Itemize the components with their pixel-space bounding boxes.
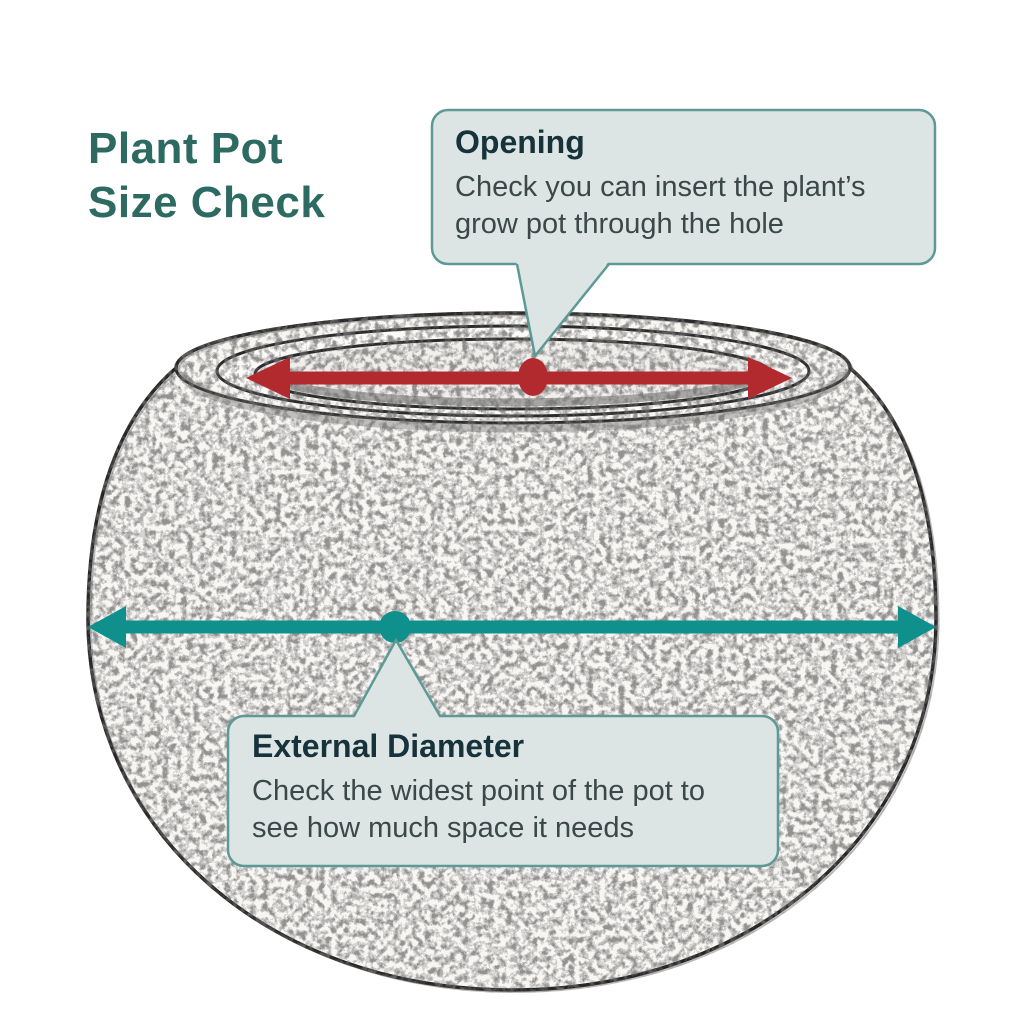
external-diameter-callout: [226, 637, 780, 868]
opening-inner-shadow: [262, 372, 764, 407]
rim-shadow: [178, 371, 848, 433]
opening-arrow-left-head: [246, 357, 290, 399]
page-title-line-2: Size Check: [88, 177, 326, 227]
external-diameter-callout-pointer-border: [352, 637, 442, 717]
page-title: Plant Pot Size Check: [88, 122, 325, 229]
opening-callout-body: Check you can insert the plant’s grow po…: [455, 171, 866, 240]
diameter-arrow-right-head: [898, 606, 936, 648]
opening-callout-heading: Opening: [455, 124, 585, 160]
external-diameter-callout-text: External Diameter Check the widest point…: [252, 728, 757, 847]
external-diameter-callout-pointer: [352, 640, 442, 722]
opening-arrow-right-head: [748, 357, 792, 399]
opening-callout-text: Opening Check you can insert the plant’s…: [455, 124, 915, 243]
opening-callout-pointer-border: [515, 263, 610, 359]
external-diameter-callout-body: Check the widest point of the pot to see…: [252, 775, 705, 844]
page-title-line-1: Plant Pot: [88, 124, 284, 173]
external-diameter-callout-box: [226, 714, 780, 868]
external-diameter-callout-heading: External Diameter: [252, 728, 525, 764]
diameter-marker-dot: [379, 611, 411, 643]
diameter-arrow-shaft: [120, 620, 908, 634]
pot-rim-outer: [174, 311, 852, 425]
opening-marker-dot: [518, 358, 548, 396]
opening-callout: [430, 108, 937, 359]
diameter-arrow: [88, 606, 936, 648]
opening-arrow: [246, 357, 792, 399]
pot-illustration: [86, 311, 940, 994]
opening-callout-pointer: [516, 260, 610, 357]
opening-callout-box: [430, 108, 937, 266]
diameter-arrow-left-head: [88, 606, 126, 648]
pot-body-sketch-line: [89, 314, 940, 994]
